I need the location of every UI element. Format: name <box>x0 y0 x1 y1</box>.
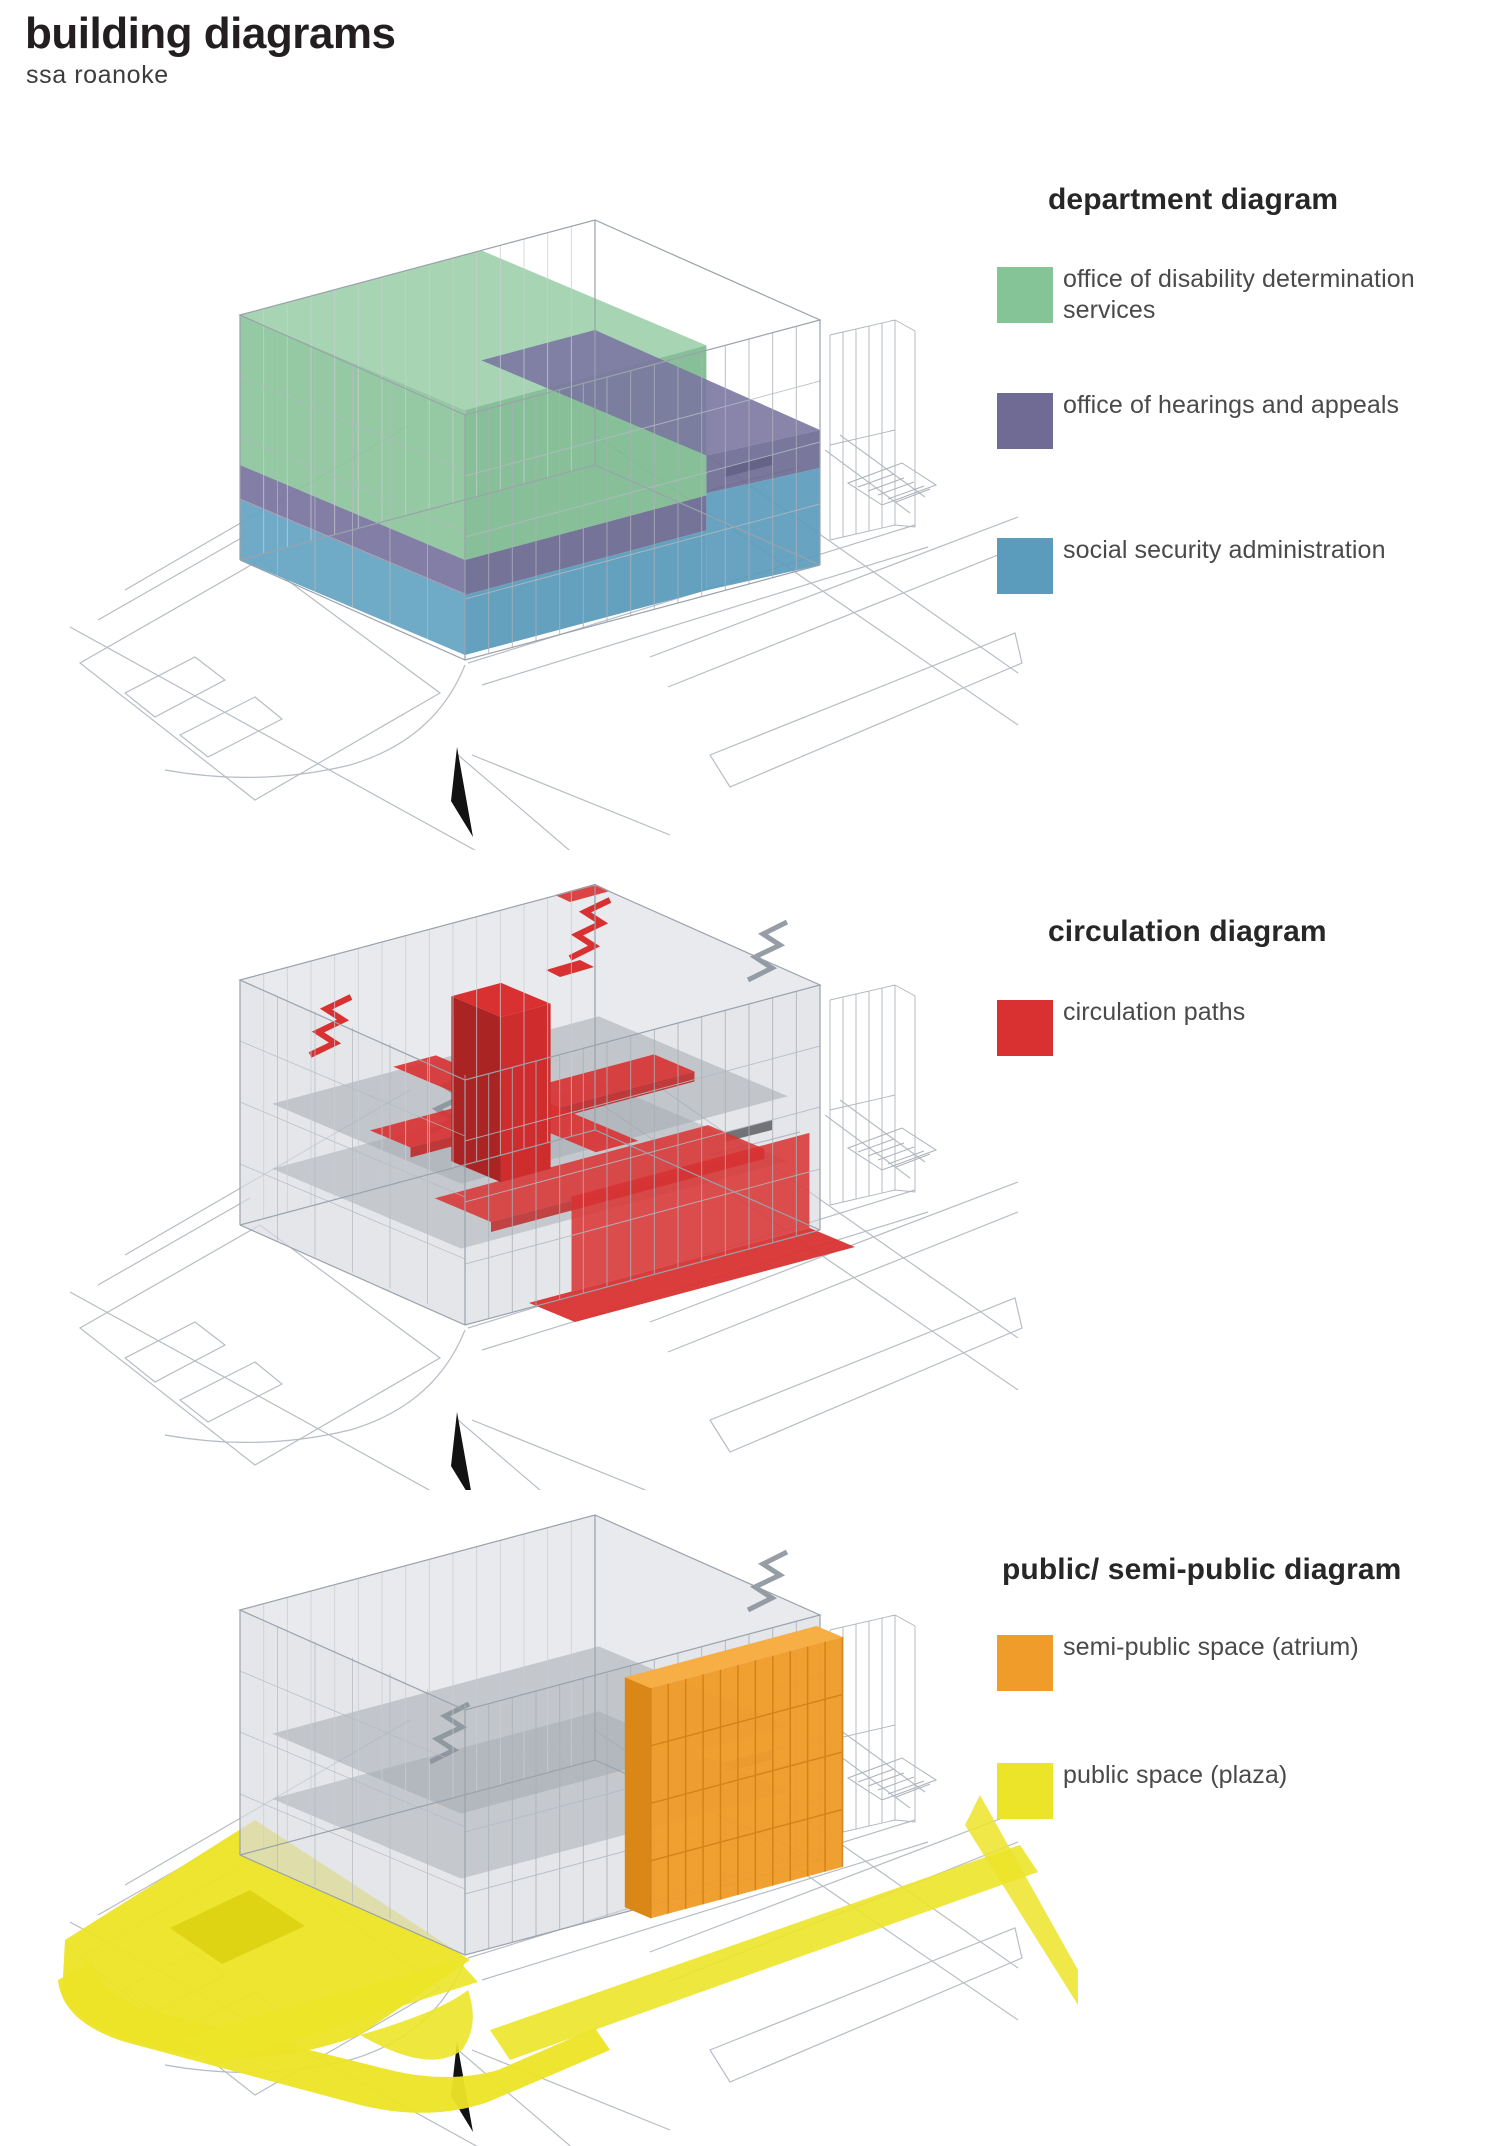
page-subtitle: ssa roanoke <box>26 61 169 90</box>
legend-item-label: social security administration <box>1063 536 1386 564</box>
orange-atrium-overlay <box>624 1626 844 1919</box>
legend-item-label: office of hearings and appeals <box>1063 391 1400 419</box>
orange-swatch <box>997 1635 1053 1691</box>
legend-item: public space (plaza) <box>997 1761 1463 1819</box>
blue-swatch <box>997 538 1053 594</box>
legend-item: semi-public space (atrium) <box>997 1633 1463 1691</box>
legend-item-label: circulation paths <box>1063 998 1246 1026</box>
legend-item: office of hearings and appeals <box>997 391 1463 449</box>
red-swatch <box>997 1000 1053 1056</box>
circulation-diagram-figure <box>69 830 1023 1490</box>
legend-item: social security administration <box>997 536 1463 594</box>
green-swatch <box>997 267 1053 323</box>
circulation-legend-title: circulation diagram <box>1048 915 1327 948</box>
circulation-legend: circulation diagram circulation paths <box>997 915 1477 1115</box>
header: building diagrams ssa roanoke <box>25 9 396 90</box>
page-title: building diagrams <box>25 9 396 58</box>
yellow-plaza <box>58 1795 1078 2113</box>
orange-atrium-volume <box>624 1626 844 1919</box>
purple-swatch <box>997 393 1053 449</box>
department-legend-title: department diagram <box>1048 183 1339 216</box>
department-diagram-figure <box>69 219 1023 850</box>
public-plaza-overlay <box>58 1795 1078 2113</box>
public-legend: public/ semi-public diagram semi-public … <box>997 1553 1477 1893</box>
department-volumes <box>240 250 820 655</box>
public-legend-title: public/ semi-public diagram <box>1002 1553 1402 1586</box>
legend-item-label: office of disability determination servi… <box>1063 265 1415 324</box>
legend-item-label: public space (plaza) <box>1063 1761 1288 1789</box>
right-step-volume <box>481 330 820 591</box>
public-diagram-figure <box>58 1370 1078 2146</box>
yellow-swatch <box>997 1763 1053 1819</box>
legend-item: circulation paths <box>997 998 1463 1056</box>
department-legend: department diagram office of disability … <box>997 183 1477 663</box>
legend-item-label: semi-public space (atrium) <box>1063 1633 1359 1661</box>
legend-item: office of disability determination servi… <box>997 265 1463 325</box>
circulation-stairs <box>308 897 612 1058</box>
